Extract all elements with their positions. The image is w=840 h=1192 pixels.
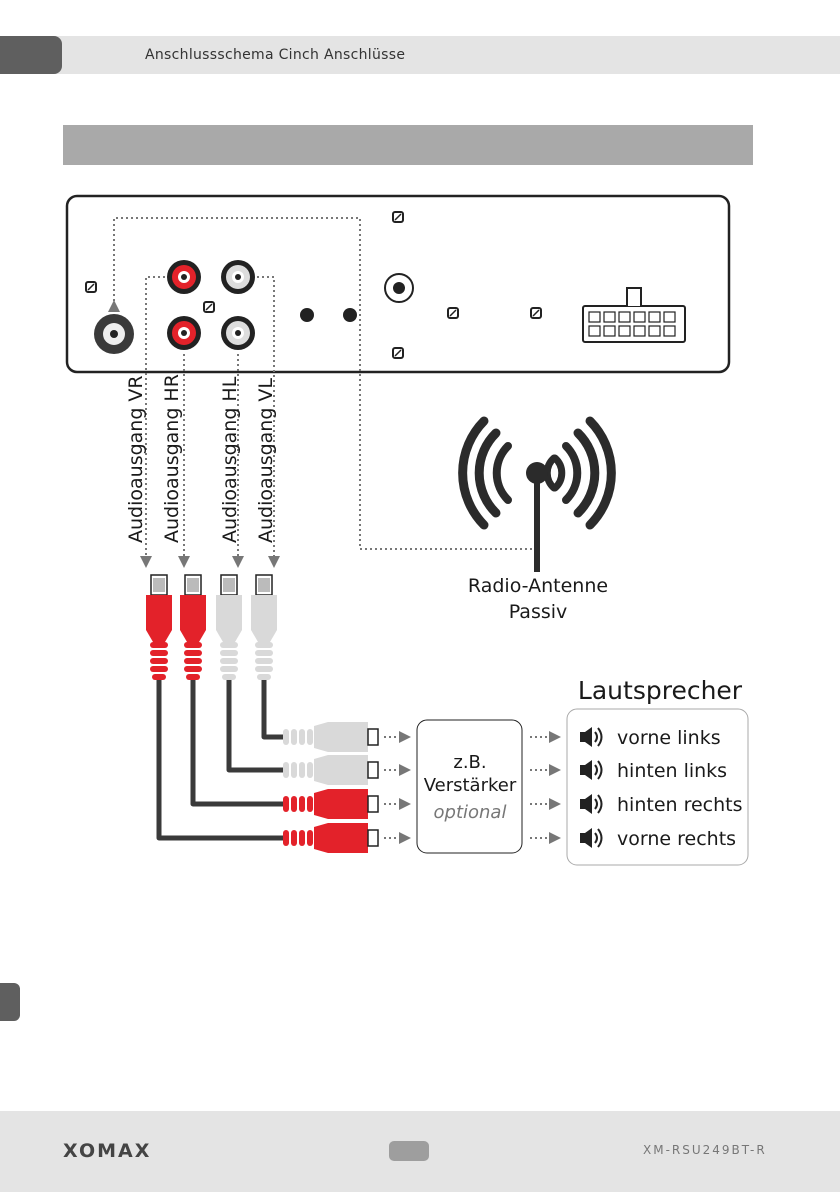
hole-icon (300, 308, 314, 322)
screw-icon (393, 348, 403, 358)
output-label-hr: Audioausgang HR (161, 374, 183, 543)
rca-jack-white-top-icon (221, 260, 255, 294)
rca-plug-vl-icon (251, 575, 277, 680)
rca-plug-horizontal-hr-icon (283, 789, 378, 819)
rca-jack-white-bottom-icon (221, 316, 255, 350)
amplifier-line2: Verstärker (424, 775, 517, 796)
model-number: XM-RSU249BT-R (643, 1143, 767, 1157)
page-number-pill (389, 1141, 429, 1161)
hole-icon (343, 308, 357, 322)
speakers-title: Lautsprecher (578, 676, 743, 705)
screw-icon (204, 302, 214, 312)
speaker-label: hinten links (617, 760, 727, 782)
amplifier-line1: z.B. (453, 752, 486, 773)
output-label-vr: Audioausgang VR (125, 375, 147, 543)
screw-icon (531, 308, 541, 318)
antenna-label: Radio-Antenne (468, 575, 608, 597)
rca-plug-horizontal-vl-icon (283, 722, 378, 752)
output-label-vl: Audioausgang VL (255, 378, 277, 543)
rca-plug-hr-icon (180, 575, 206, 680)
antenna-sublabel: Passiv (509, 601, 568, 623)
rca-plug-vr-icon (146, 575, 172, 680)
wiring-diagram: z.B. Verstärker optional Lautsprecher vo… (0, 0, 840, 1100)
rca-plug-hl-icon (216, 575, 242, 680)
screw-icon (86, 282, 96, 292)
screw-icon (393, 212, 403, 222)
amplifier-line3: optional (434, 802, 507, 823)
speaker-label: vorne links (617, 727, 721, 749)
screw-icon (448, 308, 458, 318)
rca-plug-horizontal-vr-icon (283, 823, 378, 853)
speaker-label: hinten rechts (617, 794, 743, 816)
speaker-label: vorne rechts (617, 828, 736, 850)
output-label-hl: Audioausgang HL (219, 376, 241, 543)
rca-plug-horizontal-hl-icon (283, 755, 378, 785)
mic-socket-icon (385, 274, 413, 302)
antenna-socket-icon (94, 314, 134, 354)
rca-jack-red-top-icon (167, 260, 201, 294)
rca-jack-red-bottom-icon (167, 316, 201, 350)
brand-logo: XOMAX (63, 1140, 151, 1162)
